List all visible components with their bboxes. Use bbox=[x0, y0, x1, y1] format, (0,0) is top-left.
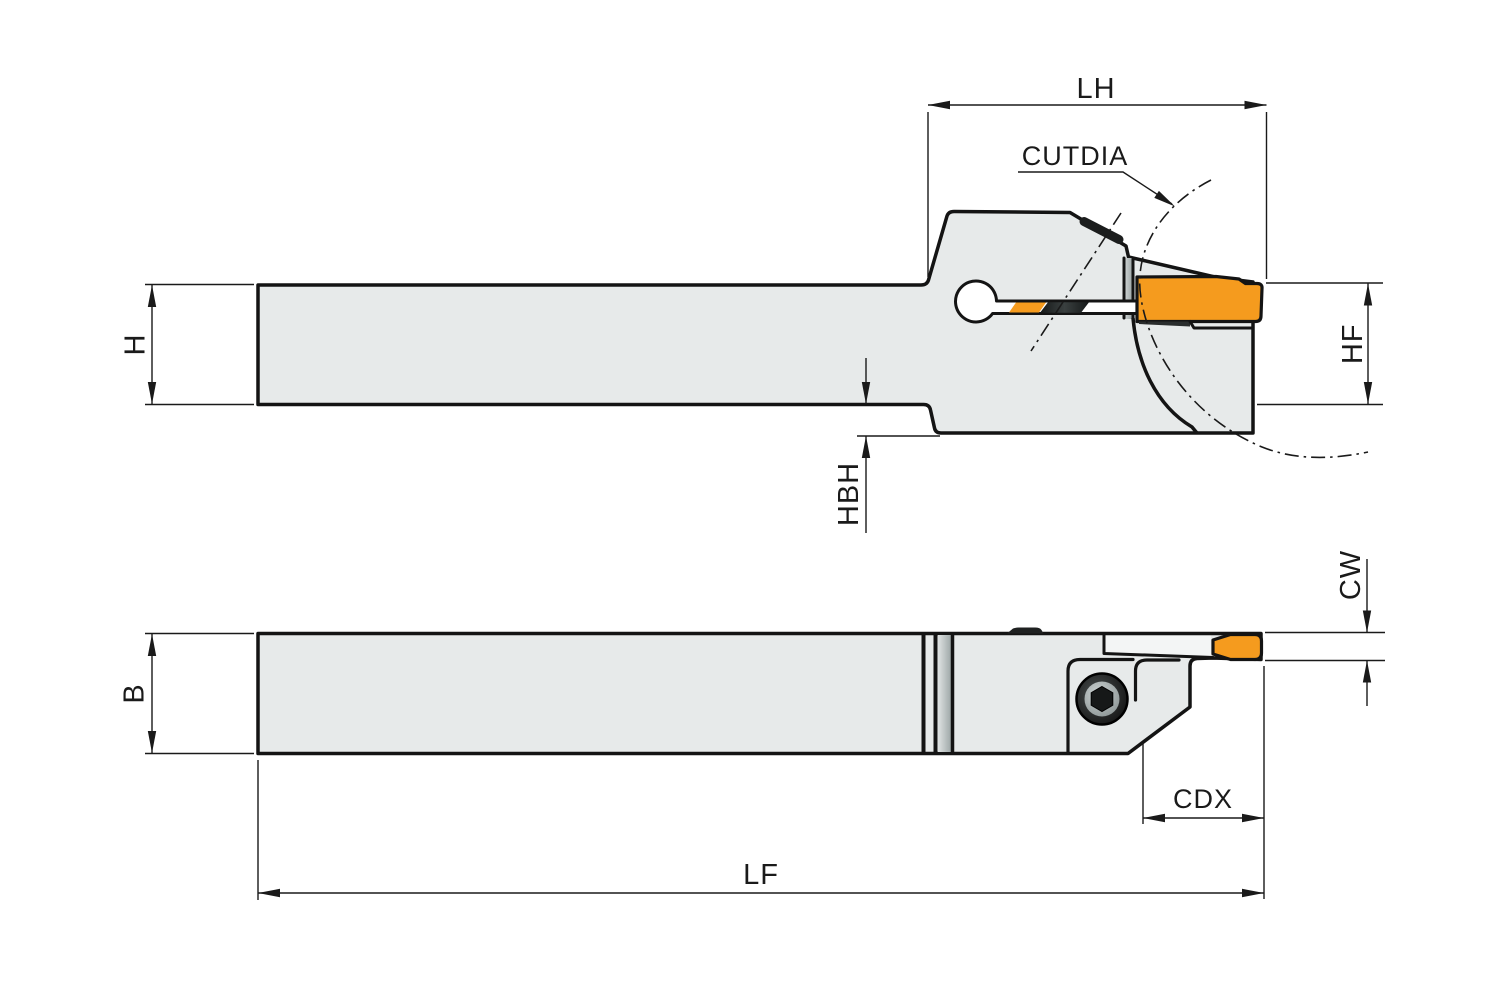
insert-axis-centerline bbox=[1030, 212, 1122, 352]
spring-hole-slot bbox=[954, 279, 1141, 324]
blade-support-edges bbox=[1102, 633, 1215, 659]
dim-label-cw: CW bbox=[1335, 550, 1367, 600]
insert-side bbox=[1135, 274, 1264, 324]
slot-blade-orange bbox=[1009, 302, 1046, 313]
dim-label-b: B bbox=[119, 683, 151, 703]
dimension-cdx: CDX bbox=[1142, 666, 1265, 899]
cutdia-circle-centerline bbox=[1139, 179, 1369, 459]
dim-label-hbh: HBH bbox=[833, 462, 865, 526]
side-view: H LH CUTDIA HF HBH bbox=[120, 73, 1383, 533]
dimension-h: H bbox=[120, 283, 254, 406]
clamp-lever-slot bbox=[1079, 217, 1124, 244]
head-relief-arc bbox=[1131, 317, 1199, 435]
dim-label-cdx: CDX bbox=[1173, 784, 1233, 814]
cartridge-contour-right bbox=[1133, 658, 1181, 702]
clamp-tab-bump bbox=[1007, 627, 1044, 634]
blade-support-band bbox=[1104, 635, 1211, 657]
clamp-slit bbox=[1124, 258, 1133, 319]
screw-hex-socket bbox=[1090, 685, 1114, 713]
callout-cutdia: CUTDIA bbox=[1018, 141, 1175, 207]
dim-label-h: H bbox=[120, 334, 152, 356]
slot-insert-dark bbox=[1040, 302, 1089, 313]
dimension-hf: HF bbox=[1257, 282, 1383, 406]
plan-view: B CW CDX LF bbox=[119, 550, 1385, 900]
dimension-hbh: HBH bbox=[833, 358, 940, 533]
side-body-outline bbox=[256, 209, 1255, 435]
dim-label-lf: LF bbox=[743, 859, 779, 891]
dimension-lh: LH bbox=[927, 73, 1268, 279]
dimension-lf: LF bbox=[257, 760, 1264, 900]
insert-plan bbox=[1211, 632, 1264, 662]
cartridge-contour-left bbox=[1066, 657, 1135, 754]
dimension-b: B bbox=[119, 632, 254, 755]
dim-label-cutdia: CUTDIA bbox=[1022, 141, 1129, 171]
clamp-screw bbox=[1075, 672, 1129, 726]
insert-seat-shim bbox=[1139, 321, 1190, 327]
dim-label-lh: LH bbox=[1076, 73, 1115, 105]
dimension-cw: CW bbox=[1265, 550, 1385, 706]
insert-seat-step bbox=[1188, 320, 1254, 330]
dim-label-hf: HF bbox=[1337, 323, 1369, 364]
joint-shaded-band bbox=[938, 635, 951, 752]
